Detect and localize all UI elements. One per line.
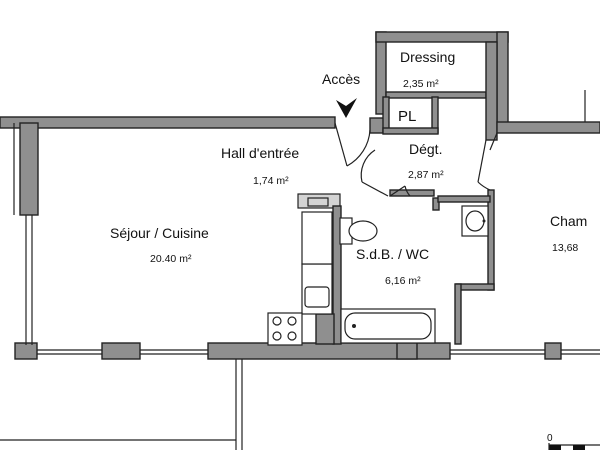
partition-sdb-right bbox=[454, 283, 462, 345]
partition-sdb-left bbox=[332, 205, 342, 345]
partition-degt bbox=[389, 189, 435, 197]
fixtures bbox=[267, 205, 489, 346]
wall-left bbox=[19, 122, 39, 216]
wall-dressing-inner bbox=[485, 41, 498, 141]
degt-name: Dégt. bbox=[409, 141, 442, 157]
partition-sdb-top bbox=[432, 197, 440, 211]
wall-pl-bottom bbox=[382, 127, 439, 135]
sdb-name: S.d.B. / WC bbox=[356, 246, 429, 262]
wall-top-right bbox=[496, 121, 600, 134]
partition-sink-top bbox=[437, 195, 491, 203]
chambre-area: 13,68 bbox=[552, 242, 578, 254]
scale-bar: 0 bbox=[547, 433, 600, 450]
wall-top-left bbox=[0, 116, 336, 129]
hall-area: 1,74 m² bbox=[253, 175, 289, 187]
hall-name: Hall d'entrée bbox=[221, 145, 299, 161]
degt-area: 2,87 m² bbox=[408, 169, 444, 181]
chambre-name: Cham bbox=[550, 213, 587, 229]
room-labels: Accès Dressing 2,35 m² PL Hall d'entrée … bbox=[110, 49, 587, 287]
pl-name: PL bbox=[398, 108, 416, 125]
wall-bottom-right bbox=[544, 342, 562, 360]
scale-zero: 0 bbox=[547, 433, 553, 444]
partition-sdb-bottom bbox=[455, 283, 495, 291]
entrance-arrow-icon bbox=[336, 98, 357, 118]
partition-inner bbox=[307, 197, 329, 207]
entrance-door-swing bbox=[346, 129, 371, 167]
kitchen-sink bbox=[304, 286, 330, 308]
wall-bottom-left bbox=[14, 342, 38, 360]
wall-bottom-mid bbox=[101, 342, 141, 360]
partition-chambre bbox=[487, 189, 495, 291]
sejour-name: Séjour / Cuisine bbox=[110, 225, 209, 241]
walls bbox=[0, 31, 600, 360]
entrance-door-leaf bbox=[334, 122, 348, 167]
wall-pl-left bbox=[382, 96, 390, 133]
dressing-name: Dressing bbox=[400, 49, 455, 65]
wall-bottom-block bbox=[396, 342, 418, 360]
kitchen-cabinet bbox=[301, 211, 333, 265]
kitchen-column bbox=[315, 313, 335, 345]
sejour-area: 20.40 m² bbox=[150, 253, 192, 265]
doors bbox=[334, 122, 498, 197]
wall-dressing-right bbox=[496, 31, 509, 133]
wall-dressing-top bbox=[375, 31, 509, 43]
toilet-bowl bbox=[348, 220, 378, 242]
stove bbox=[267, 312, 303, 346]
dressing-area: 2,35 m² bbox=[403, 78, 439, 90]
sdb-area: 6,16 m² bbox=[385, 275, 421, 287]
entrance-label: Accès bbox=[322, 71, 360, 87]
windows bbox=[0, 90, 600, 450]
